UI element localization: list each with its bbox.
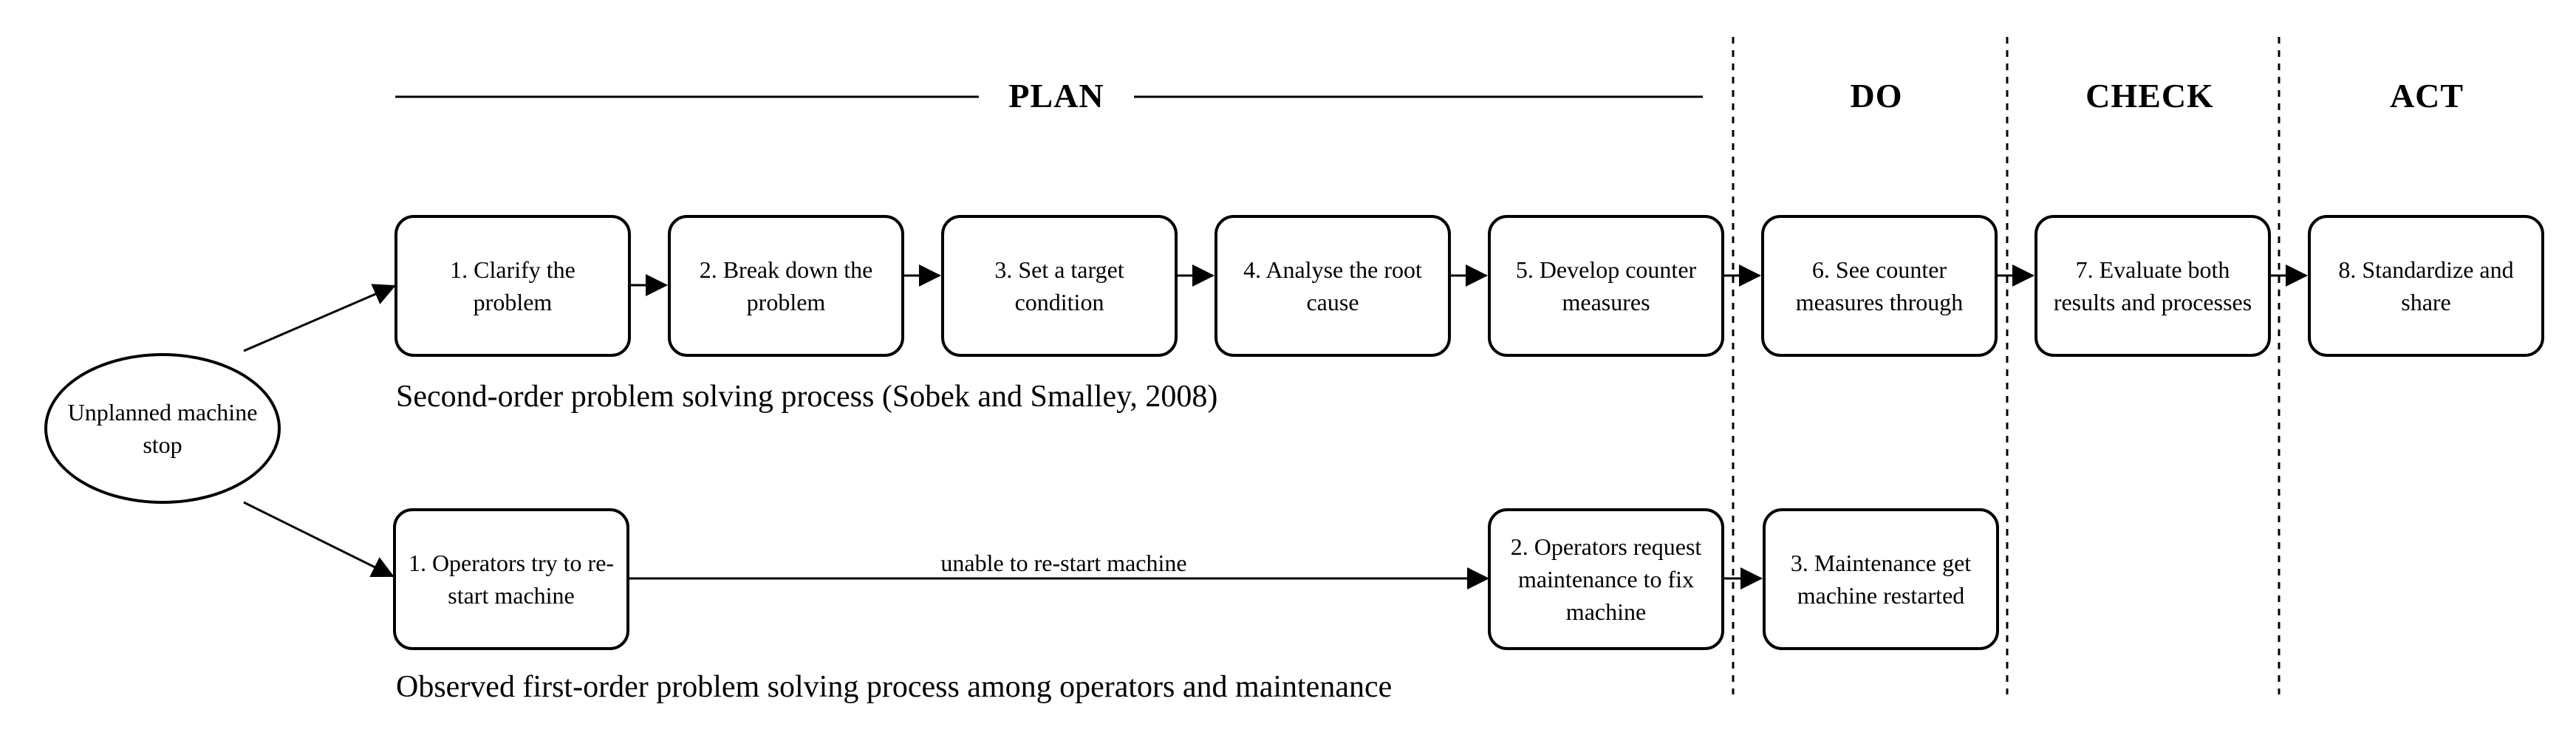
second-order-step-1: 1. Clarify the problem	[394, 215, 631, 357]
first-order-caption: Observed first-order problem solving pro…	[396, 670, 1393, 704]
second-order-step-6: 6. See counter measures through	[1761, 215, 1998, 357]
arrow-start-to-second-order	[243, 284, 396, 352]
step-label: 5. Develop counter measures	[1515, 256, 1697, 315]
phase-plan-heading: PLAN	[1008, 77, 1104, 115]
step-label: 8. Standardize and share	[2338, 256, 2514, 315]
step-label: 1. Operators try to re-start machine	[408, 550, 615, 609]
step-label: 1. Clarify the problem	[450, 256, 575, 315]
second-order-caption: Second-order problem solving process (So…	[396, 380, 1218, 414]
first-order-step-3: 3. Maintenance get machine restarted	[1763, 508, 1999, 650]
second-order-step-7: 7. Evaluate both results and processes	[2035, 215, 2271, 357]
phase-do-heading: DO	[1850, 77, 1903, 115]
first-order-edge-label: unable to re-start machine	[940, 550, 1187, 576]
step-label: 3. Maintenance get machine restarted	[1790, 550, 1972, 609]
step-label: 6. See counter measures through	[1795, 256, 1964, 315]
start-node-unplanned-machine-stop: Unplanned machine stop	[44, 353, 281, 504]
step-label: 3. Set a target condition	[994, 256, 1124, 315]
second-order-step-2: 2. Break down the problem	[668, 215, 904, 357]
step-label: 7. Evaluate both results and processes	[2053, 256, 2252, 315]
second-order-step-3: 3. Set a target condition	[941, 215, 1178, 357]
second-order-step-5: 5. Develop counter measures	[1488, 215, 1724, 357]
phase-act-heading: ACT	[2389, 77, 2464, 115]
step-label: 2. Break down the problem	[699, 256, 873, 315]
step-label: 2. Operators request maintenance to fix …	[1510, 533, 1702, 625]
start-node-label: Unplanned machine stop	[67, 399, 258, 458]
second-order-step-4: 4. Analyse the root cause	[1214, 215, 1451, 357]
second-order-step-8: 8. Standardize and share	[2308, 215, 2544, 357]
phase-check-heading: CHECK	[2085, 77, 2214, 115]
step-label: 4. Analyse the root cause	[1243, 256, 1422, 315]
first-order-step-2: 2. Operators request maintenance to fix …	[1488, 508, 1724, 650]
arrow-start-to-first-order	[243, 501, 394, 578]
first-order-step-1: 1. Operators try to re-start machine	[393, 508, 629, 650]
